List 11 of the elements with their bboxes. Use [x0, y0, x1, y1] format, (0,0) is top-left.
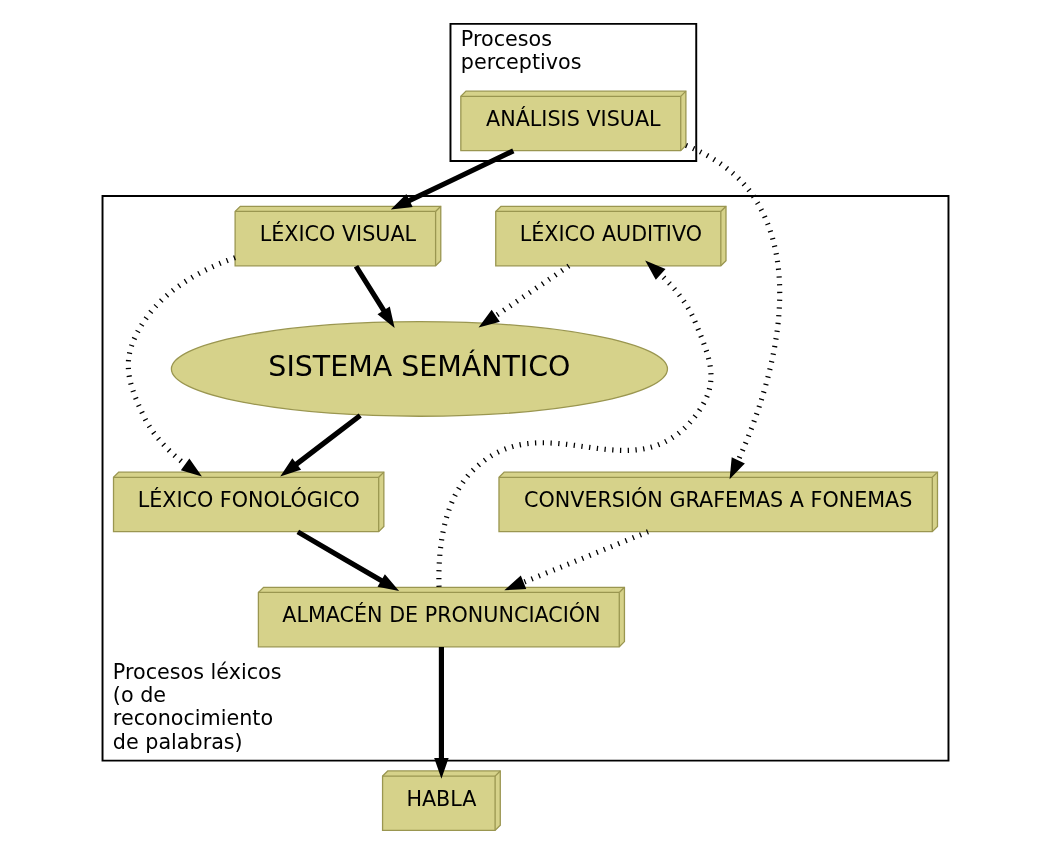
arrow — [353, 264, 395, 329]
arrow — [280, 413, 362, 477]
arrow — [504, 529, 649, 591]
arrow — [296, 529, 400, 592]
arrow — [125, 255, 236, 477]
arrow — [436, 260, 714, 587]
arrow — [684, 142, 783, 480]
arrow — [478, 263, 571, 328]
arrow — [434, 647, 449, 779]
node-ellipse: SISTEMA SEMÁNTICO — [170, 321, 669, 417]
arrow — [390, 148, 515, 210]
